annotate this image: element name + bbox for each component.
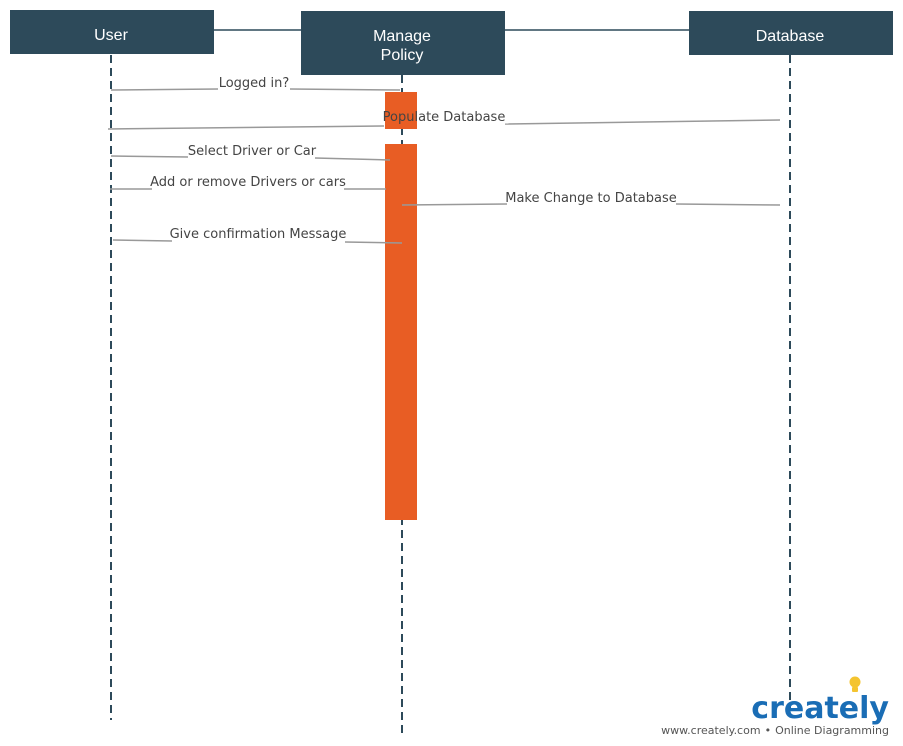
message-give-confirmation-line-b xyxy=(344,241,403,244)
message-select-driver-or-car[interactable]: Select Driver or Car xyxy=(110,144,391,161)
activation-bar-short xyxy=(385,92,417,129)
message-give-confirmation-label: Give confirmation Message xyxy=(170,227,347,242)
message-make-change-line-a xyxy=(401,203,508,206)
creately-tagline-text: Online Diagramming xyxy=(775,724,889,737)
message-give-confirmation-line-a xyxy=(112,239,173,242)
creately-tagline-site[interactable]: www.creately.com xyxy=(661,724,760,737)
message-make-change-line-b xyxy=(675,203,781,206)
message-make-change[interactable]: Make Change to Database xyxy=(401,191,781,206)
message-add-or-remove-label: Add or remove Drivers or cars xyxy=(150,175,346,190)
creately-logo[interactable]: creately www.creately.com •Online Diagram… xyxy=(661,676,889,738)
actor-manage-policy[interactable]: Manage Policy xyxy=(301,11,505,75)
message-make-change-label: Make Change to Database xyxy=(505,191,677,206)
message-select-driver-or-car-label: Select Driver or Car xyxy=(188,144,317,159)
activation-bar-long xyxy=(385,144,417,520)
actor-database-label: Database xyxy=(756,28,825,45)
actor-user[interactable]: User xyxy=(10,10,214,54)
message-add-or-remove[interactable]: Add or remove Drivers or cars xyxy=(110,175,386,190)
message-logged-in[interactable]: Logged in? xyxy=(110,76,401,91)
actor-manage-policy-label-line1: Manage xyxy=(373,28,431,45)
actor-manage-policy-label-line2: Policy xyxy=(381,47,424,64)
message-logged-in-label: Logged in? xyxy=(219,76,290,91)
creately-tagline: www.creately.com •Online Diagramming xyxy=(661,724,889,737)
creately-tagline-separator: • xyxy=(765,724,772,737)
actor-user-label: User xyxy=(94,27,128,44)
message-populate-database-label: Populate Database xyxy=(383,110,506,125)
message-logged-in-line-a xyxy=(110,88,219,91)
message-populate-database-line-b xyxy=(107,125,385,130)
message-select-driver-or-car-line-a xyxy=(110,155,189,158)
message-logged-in-line-b xyxy=(289,88,401,91)
message-give-confirmation[interactable]: Give confirmation Message xyxy=(112,227,403,244)
creately-logo-word: creately xyxy=(751,691,889,726)
message-populate-database-line-a xyxy=(504,119,781,125)
actor-database[interactable]: Database xyxy=(689,11,893,55)
lightbulb-icon xyxy=(849,676,861,692)
message-populate-database[interactable]: Populate Database xyxy=(107,110,781,130)
message-select-driver-or-car-line-b xyxy=(314,157,391,161)
